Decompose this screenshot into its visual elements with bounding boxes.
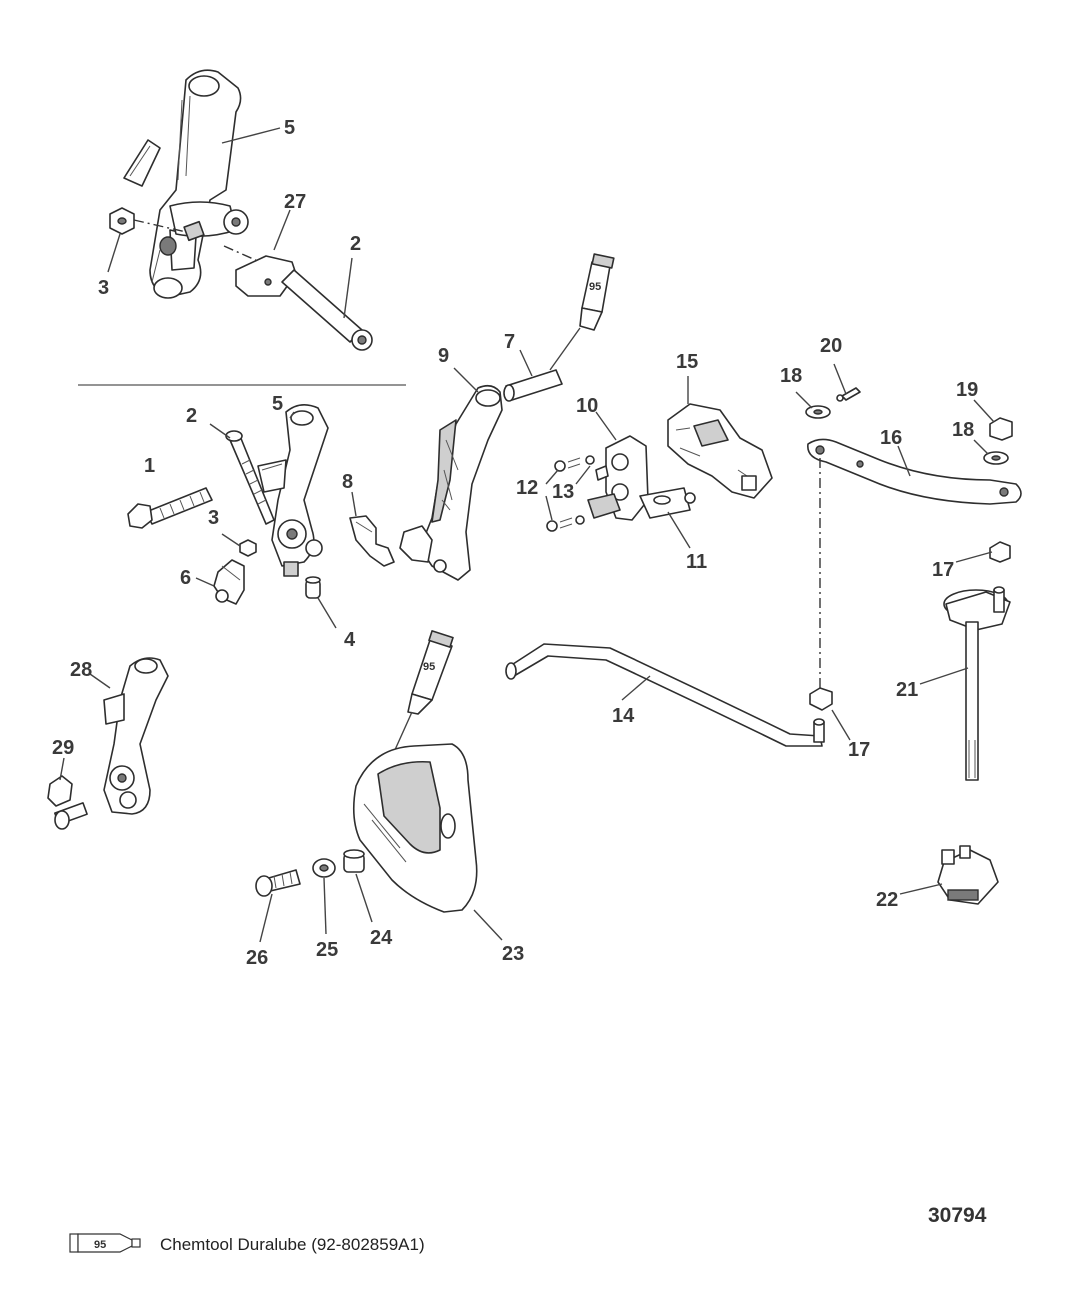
callout-5-inset: 5: [284, 117, 295, 139]
callout-8: 8: [342, 471, 353, 493]
callout-6: 6: [180, 567, 191, 589]
callout-27: 27: [284, 191, 306, 213]
figure-number: 30794: [928, 1204, 987, 1227]
inset-lever-assembly: [109, 69, 373, 351]
callout-29: 29: [52, 737, 74, 759]
grease-tube-icon: 95: [69, 1233, 141, 1253]
nut-17-lower: [809, 687, 833, 711]
lever-28-29: [47, 657, 169, 830]
callout-11: 11: [686, 551, 707, 573]
screws-12-13: [546, 455, 595, 532]
gasket-11: [639, 487, 696, 519]
callout-26: 26: [246, 947, 268, 969]
callout-1: 1: [144, 455, 155, 477]
pin-7: [503, 369, 563, 402]
nut-3-inset: [109, 207, 135, 235]
legend: 95 Chemtool Duralube (92-802859A1): [69, 1233, 425, 1254]
callout-17-upper: 17: [932, 559, 954, 581]
callout-4: 4: [344, 629, 356, 651]
exploded-lever-group: [127, 404, 329, 605]
callout-20: 20: [820, 335, 842, 357]
callout-13: 13: [552, 481, 574, 503]
bracket-15: [667, 403, 773, 499]
link-arm-group: [805, 387, 1022, 711]
callout-2-inset: 2: [350, 233, 361, 255]
callout-9: 9: [438, 345, 449, 367]
cam-6: [213, 559, 245, 605]
leader-lines: [59, 127, 995, 943]
callout-22: 22: [876, 889, 898, 911]
tube-label-lower: 95: [423, 661, 435, 673]
bolt-1: [127, 487, 213, 529]
callout-3: 3: [208, 507, 219, 529]
callout-15: 15: [676, 351, 698, 373]
callout-3-inset: 3: [98, 277, 109, 299]
nut-3: [239, 539, 257, 557]
callout-19: 19: [956, 379, 978, 401]
legend-tube-label: 95: [94, 1239, 106, 1251]
bolt-2: [225, 430, 275, 525]
callout-2: 2: [186, 405, 197, 427]
bolt-2-inset: [281, 269, 373, 351]
callout-16: 16: [880, 427, 902, 449]
shaft-21-group: [943, 541, 1011, 781]
bushing-4: [305, 576, 321, 599]
sensor-22: [937, 845, 999, 905]
shift-rod-14: [505, 643, 825, 747]
legend-text: Chemtool Duralube (92-802859A1): [160, 1235, 425, 1254]
cover-23-group: 95: [255, 630, 478, 913]
callout-18-right: 18: [952, 419, 974, 441]
callout-24: 24: [370, 927, 393, 949]
callout-17-lower: 17: [848, 739, 870, 761]
callout-5: 5: [272, 393, 283, 415]
callout-numbers: 5 27 2 3 2 5 1 3 6 4 8 9 7 10 12 13 11 1…: [52, 117, 978, 969]
callout-14: 14: [612, 705, 635, 727]
callout-23: 23: [502, 943, 524, 965]
switch-block-group: [546, 435, 696, 532]
callout-7: 7: [504, 331, 515, 353]
callout-28: 28: [70, 659, 92, 681]
callout-18-top: 18: [780, 365, 802, 387]
tube-label-top: 95: [589, 281, 601, 293]
callout-10: 10: [576, 395, 598, 417]
bracket-group: 95: [349, 253, 615, 581]
grease-tube-top: 95: [579, 253, 615, 331]
callout-21: 21: [896, 679, 918, 701]
callout-12: 12: [516, 477, 538, 499]
callout-25: 25: [316, 939, 338, 961]
